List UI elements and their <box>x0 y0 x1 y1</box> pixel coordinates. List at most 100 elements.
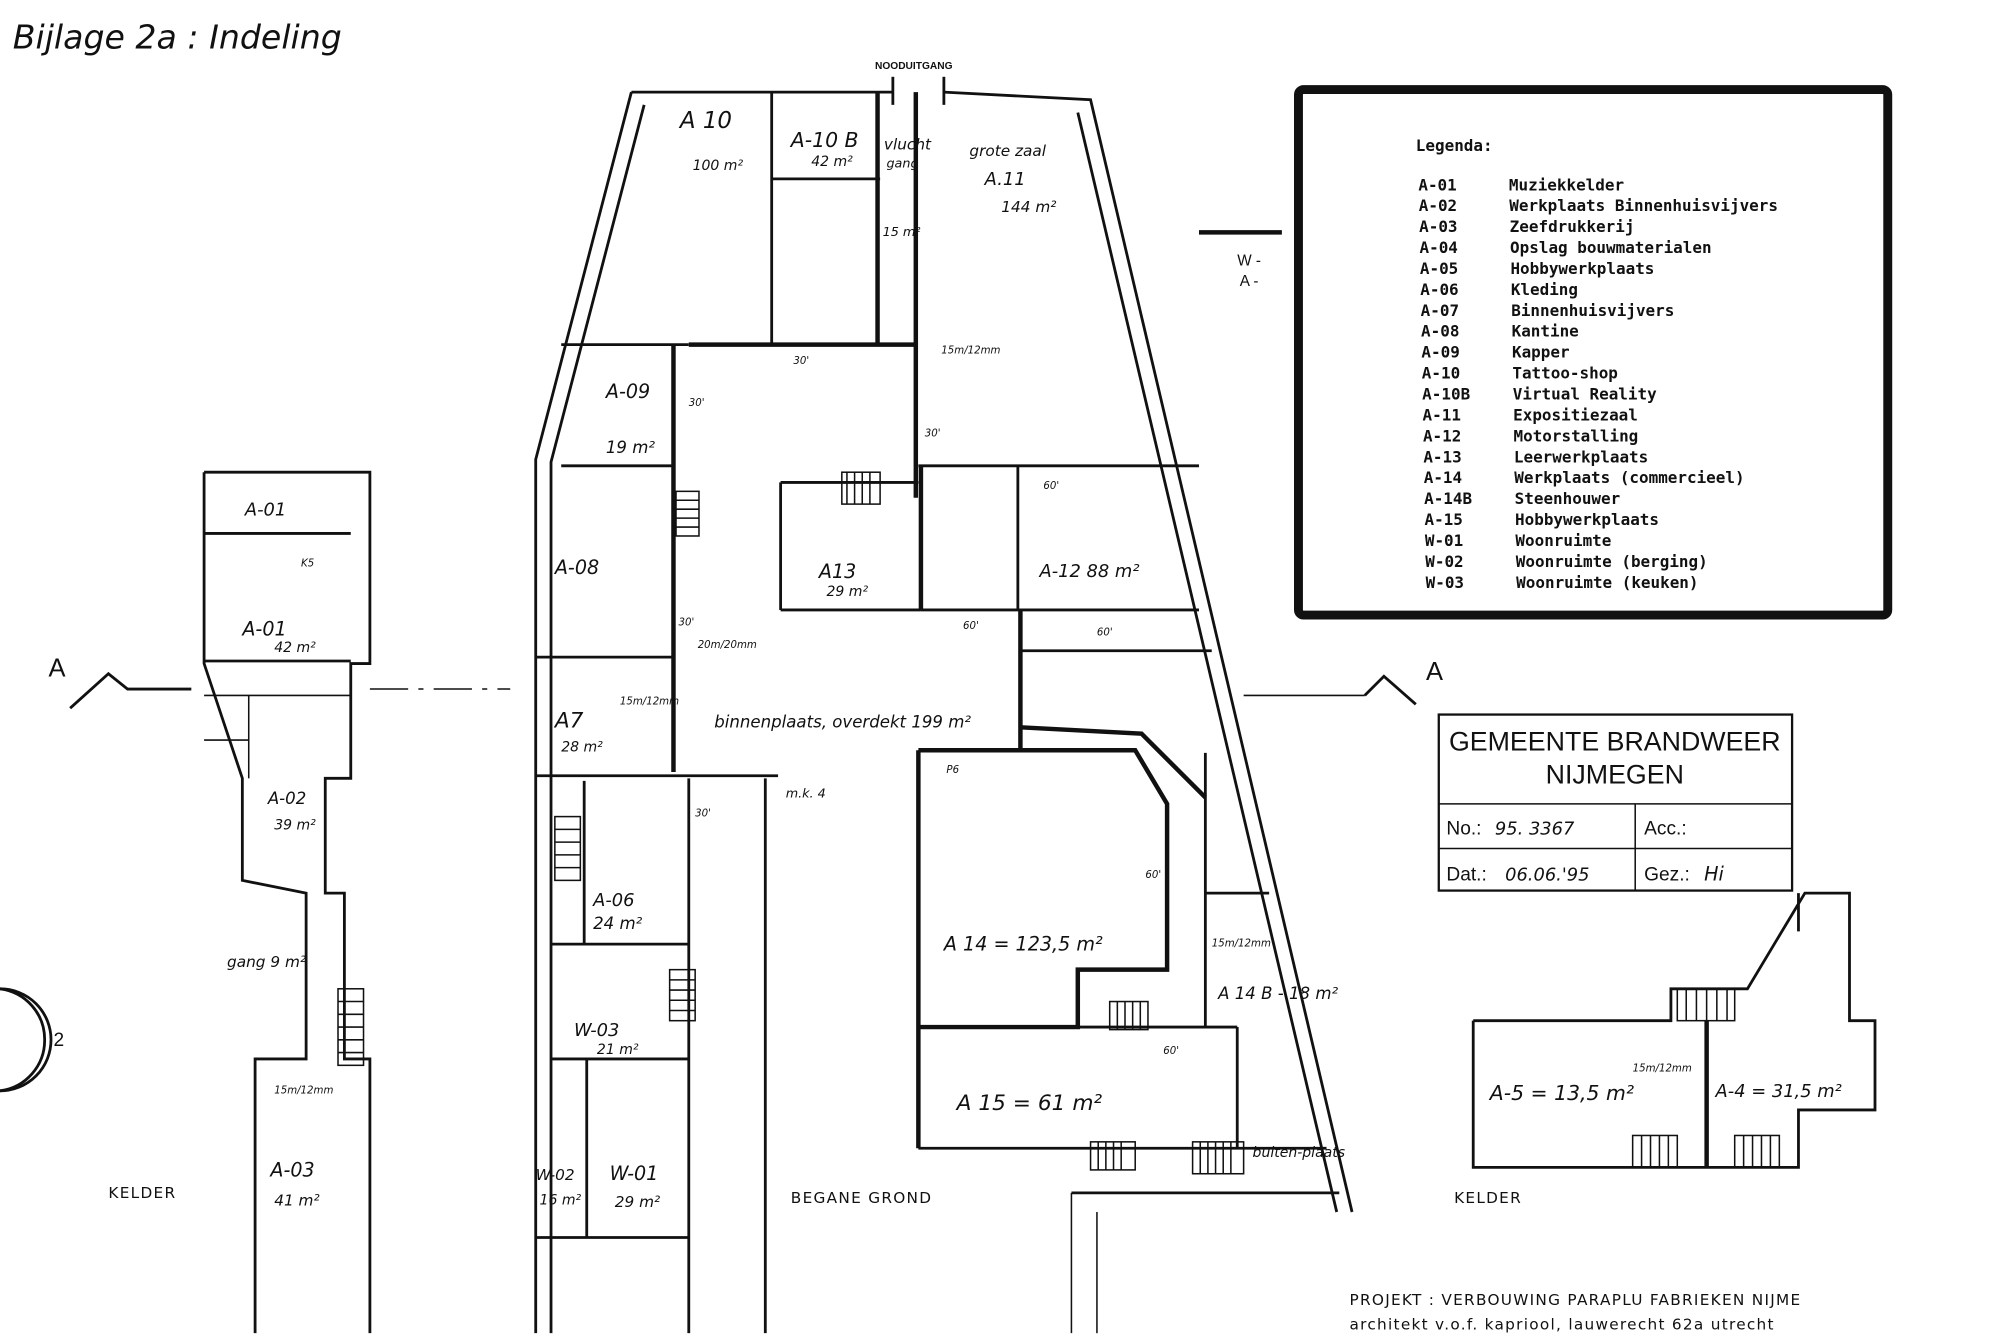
hose-annotation: 15m/12mm <box>274 1085 333 1096</box>
legend-code: A-14 <box>1424 468 1462 487</box>
room-a02: A-02 <box>267 789 306 808</box>
room-a01-top: A-01 <box>244 500 286 521</box>
room-a13: A13 <box>817 560 856 583</box>
room-a13-area: 29 m² <box>827 584 869 600</box>
legend-name: Leerwerkplaats <box>1514 447 1648 466</box>
legend-code: A-07 <box>1421 301 1459 320</box>
legend-code: A-01 <box>1418 175 1456 194</box>
section-circle-number: 2 <box>54 1030 65 1051</box>
legend-name: Werkplaats Binnenhuisvijvers <box>1509 196 1778 215</box>
room-a11-area: 144 m² <box>1001 198 1056 216</box>
legend-name: Kantine <box>1512 322 1579 341</box>
p6-annotation: P6 <box>946 765 959 776</box>
room-a09-area: 19 m² <box>606 438 656 457</box>
legend-name: Woonruimte (berging) <box>1516 552 1708 571</box>
stamp-dat-value: 06.06.'95 <box>1505 864 1589 885</box>
hose-annotation: 15m/12mm <box>1633 1064 1692 1075</box>
room-a12: A-12 88 m² <box>1039 561 1140 582</box>
stamp-no-label: No.: <box>1446 818 1481 839</box>
rating-annotation: 60' <box>1097 627 1113 638</box>
room-w03: W-03 <box>574 1020 619 1041</box>
fire-annotations: 15m/12mm 20m/20mm 15m/12mm 15m/12mm 15m/… <box>274 346 1692 1097</box>
room-a01: A-01 <box>240 617 286 640</box>
legend-code: W-03 <box>1426 573 1464 592</box>
legend-name: Tattoo-shop <box>1512 364 1618 383</box>
kelder-left-walls <box>202 470 372 1334</box>
room-a06: A-06 <box>592 890 634 911</box>
mk-label: m.k. 4 <box>786 786 826 801</box>
legend-code: A-12 <box>1423 426 1461 445</box>
legend-name: Hobbywerkplaats <box>1515 510 1659 529</box>
rating-annotation: 30' <box>689 398 705 409</box>
hose-annotation: 15m/12mm <box>1212 939 1271 950</box>
kelder-right-walls <box>1471 891 1877 1169</box>
room-a10b-area: 42 m² <box>811 154 853 170</box>
legend-code: A-15 <box>1424 510 1462 529</box>
page-title: Bijlage 2a : Indeling <box>13 18 342 57</box>
legend-name: Virtual Reality <box>1513 385 1657 404</box>
room-a02-area: 39 m² <box>274 817 316 833</box>
room-a10-area: 100 m² <box>693 158 744 174</box>
hose-annotation: 15m/12mm <box>941 346 1000 357</box>
legend-name: Kleding <box>1511 280 1578 299</box>
room-w01: W-01 <box>610 1162 659 1185</box>
rating-annotation: 60' <box>1163 1046 1179 1057</box>
legend-code: A-14B <box>1424 489 1472 508</box>
room-a09: A-09 <box>604 380 650 403</box>
legend-code: A-08 <box>1421 322 1459 341</box>
emergency-exit-label: NOODUITGANG <box>875 61 953 72</box>
legend-code: A-10B <box>1422 385 1470 404</box>
stamp-dat-label: Dat.: <box>1446 864 1486 885</box>
legend-code: A-09 <box>1421 343 1459 362</box>
legend-code: W-02 <box>1425 552 1463 571</box>
rating-annotation: 60' <box>1145 870 1161 881</box>
rating-annotation: 60' <box>1043 481 1059 492</box>
room-a11-name: grote zaal <box>969 142 1046 160</box>
stamp-gez-value: Hi <box>1704 862 1724 885</box>
room-a5: A-5 = 13,5 m² <box>1488 1081 1634 1105</box>
section-line <box>0 230 1417 1093</box>
legend-name: Kapper <box>1512 343 1570 362</box>
legend-name: Muziekkelder <box>1509 175 1624 194</box>
floor-label-begane-grond: BEGANE GROND <box>791 1189 932 1207</box>
vlucht-gang-label: gang <box>886 156 918 171</box>
room-a01-area: 42 m² <box>274 640 316 656</box>
room-a11: A.11 <box>984 169 1026 190</box>
gang-label: gang 9 m² <box>227 953 306 971</box>
room-a08: A-08 <box>553 556 599 579</box>
binnenplaats-label: binnenplaats, overdekt 199 m² <box>714 712 971 731</box>
room-a4: A-4 = 31,5 m² <box>1715 1081 1842 1102</box>
room-labels: A 10 100 m² A-10 B 42 m² vlucht gang gro… <box>227 108 1842 1211</box>
room-a15: A 15 = 61 m² <box>955 1091 1103 1116</box>
room-a06-area: 24 m² <box>593 914 643 933</box>
room-a03: A-03 <box>268 1158 314 1181</box>
room-a03-area: 41 m² <box>274 1192 319 1210</box>
room-a10: A 10 <box>678 108 732 134</box>
hose-annotation: 20m/20mm <box>698 640 757 651</box>
room-a7: A7 <box>553 708 584 733</box>
rating-annotation: 60' <box>963 621 979 632</box>
wa-mark-w: W - <box>1237 253 1261 270</box>
room-w02-area: 16 m² <box>540 1192 582 1208</box>
stamp-no-value: 95. 3367 <box>1495 818 1575 839</box>
legend-name: Woonruimte <box>1515 531 1611 550</box>
buitenplaats-label: buiten-plaats <box>1253 1145 1346 1161</box>
legend-code: A-02 <box>1419 196 1457 215</box>
wa-mark-a: A - <box>1240 273 1259 290</box>
legend-name: Motorstalling <box>1514 426 1639 445</box>
legend-code: A-05 <box>1420 259 1458 278</box>
room-w01-area: 29 m² <box>615 1193 660 1211</box>
room-a14: A 14 = 123,5 m² <box>942 933 1103 956</box>
rating-annotation: 30' <box>695 809 711 820</box>
legend-name: Woonruimte (keuken) <box>1516 573 1698 592</box>
section-mark-left: A <box>48 654 65 682</box>
room-a10b: A-10 B <box>789 128 859 152</box>
floor-label-kelder-left: KELDER <box>108 1184 176 1202</box>
stamp-org-line1: GEMEENTE BRANDWEER <box>1449 726 1781 756</box>
hose-annotation: 15m/12mm <box>620 696 679 707</box>
legend-name: Zeefdrukkerij <box>1510 217 1635 236</box>
rating-annotation: 30' <box>793 356 809 367</box>
stamp-gez-label: Gez.: <box>1644 864 1690 885</box>
